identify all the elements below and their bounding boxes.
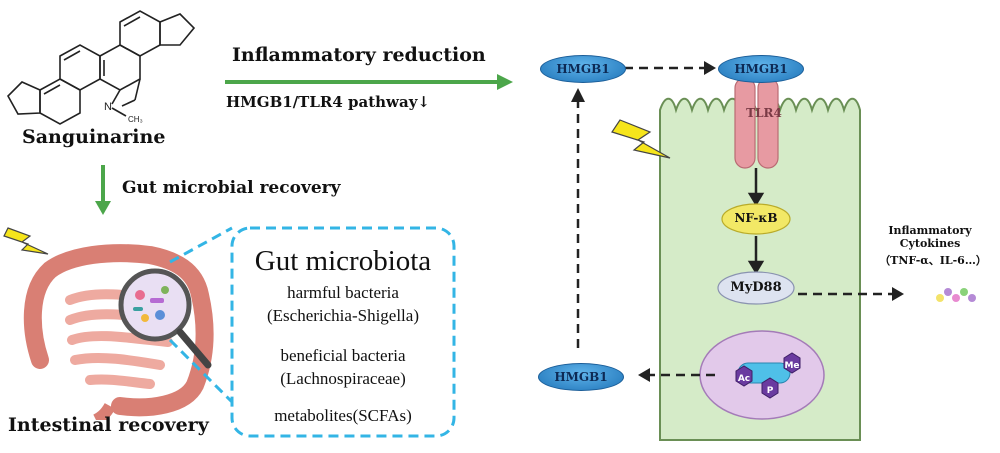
lightning-icon [611, 119, 671, 159]
ac-label: Ac [737, 374, 751, 384]
inflammatory-reduction-label: Inflammatory reduction [232, 44, 486, 66]
inflammatory-arrow [225, 74, 513, 90]
microbiota-title: Gut microbiota [254, 245, 432, 277]
hmgb1-released: HMGB1 [538, 363, 624, 391]
nfkb-node [721, 203, 791, 235]
myd88-label: MyD88 [730, 280, 782, 295]
methyl-label: CH₃ [128, 115, 143, 124]
microbiota-line: harmful bacteria [287, 283, 399, 302]
microbiota-line: beneficial bacteria [280, 346, 406, 365]
microbiota-line: (Escherichia-Shigella) [267, 306, 419, 325]
gut-recovery-arrow [95, 165, 111, 215]
nfkb-label: NF-κB [734, 211, 778, 225]
magnifier-handle [176, 328, 212, 369]
myd88-node [717, 271, 795, 305]
microbiota-callout [168, 226, 456, 438]
cell-pathway [571, 61, 976, 441]
tlr4-receptor [734, 77, 779, 169]
compound-name: Sanguinarine [22, 126, 166, 148]
methyl-mod [783, 352, 801, 374]
cytokines-title: Inflammatory Cytokines [888, 224, 972, 250]
hmgb1-bound: HMGB1 [718, 55, 804, 83]
tlr4-label: TLR4 [746, 106, 782, 120]
microbiota-line: metabolites(SCFAs) [274, 406, 412, 425]
microbiota-line: (Lachnospiraceae) [280, 369, 406, 388]
intestinal-recovery-label: Intestinal recovery [8, 414, 209, 436]
pathway-label: HMGB1/TLR4 pathway↓ [226, 93, 430, 111]
me-label: Me [784, 361, 800, 371]
hmgb1-extracellular: HMGB1 [540, 55, 626, 83]
sanguinarine-structure: N CH₃ [7, 10, 196, 125]
cytokines-list: （TNF-α、IL-6…） [879, 254, 987, 267]
acetyl-mod [735, 365, 753, 387]
nitrogen-label: N [104, 101, 112, 113]
cytokine-particles [936, 288, 976, 302]
p-label: P [766, 386, 774, 396]
lightning-icon [3, 227, 49, 255]
gut-recovery-label: Gut microbial recovery [122, 178, 341, 198]
intestine-illustration [3, 227, 214, 420]
phospho-mod [761, 377, 779, 399]
